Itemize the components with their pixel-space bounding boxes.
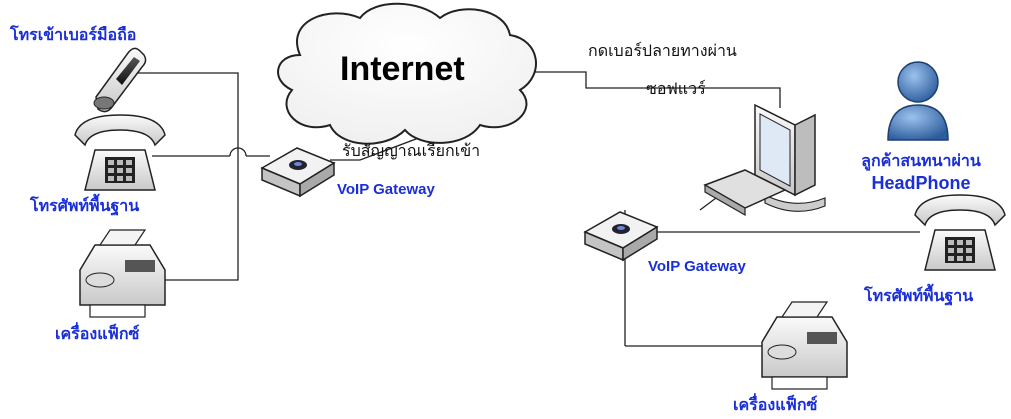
line-cloud-right [515,71,781,108]
computer-icon [703,103,826,217]
gateway-left-label: VoIP Gateway [337,181,435,198]
fax-icon [79,229,166,318]
customer-label-line2: HeadPhone [871,173,971,193]
landline-right-label: โทรศัพท์พื้นฐาน [864,286,974,305]
incoming-call-label: รับสัญญาณเรียกเข้า [342,141,481,160]
dial-label-line1: กดเบอร์ปลายทางผ่าน [588,41,737,60]
mobile-label: โทรเข้าเบอร์มือถือ [10,25,137,44]
fax-right-label: เครื่องแฟ็กซ์ [733,395,818,414]
voip-gateway-icon [260,147,336,198]
desk-phone-icon [914,194,1006,271]
line-mobile [135,72,239,281]
line-gateway-cloud [330,129,441,161]
mobile-phone-icon [93,47,147,113]
user-icon [887,61,949,141]
fax-icon [761,301,848,390]
fax-left-label: เครื่องแฟ็กซ์ [55,324,140,343]
line-hop [229,147,247,157]
gateway-right-label: VoIP Gateway [648,258,746,275]
desk-phone-icon [74,114,166,191]
customer-label-line1: ลูกค้าสนทนาผ่าน [861,151,981,170]
internet-cloud-icon [277,2,537,145]
dial-label-line2: ซอฟแวร์ [646,79,706,98]
landline-left-label: โทรศัพท์พื้นฐาน [30,196,140,215]
internet-label: Internet [340,50,465,88]
voip-gateway-icon [583,211,659,262]
